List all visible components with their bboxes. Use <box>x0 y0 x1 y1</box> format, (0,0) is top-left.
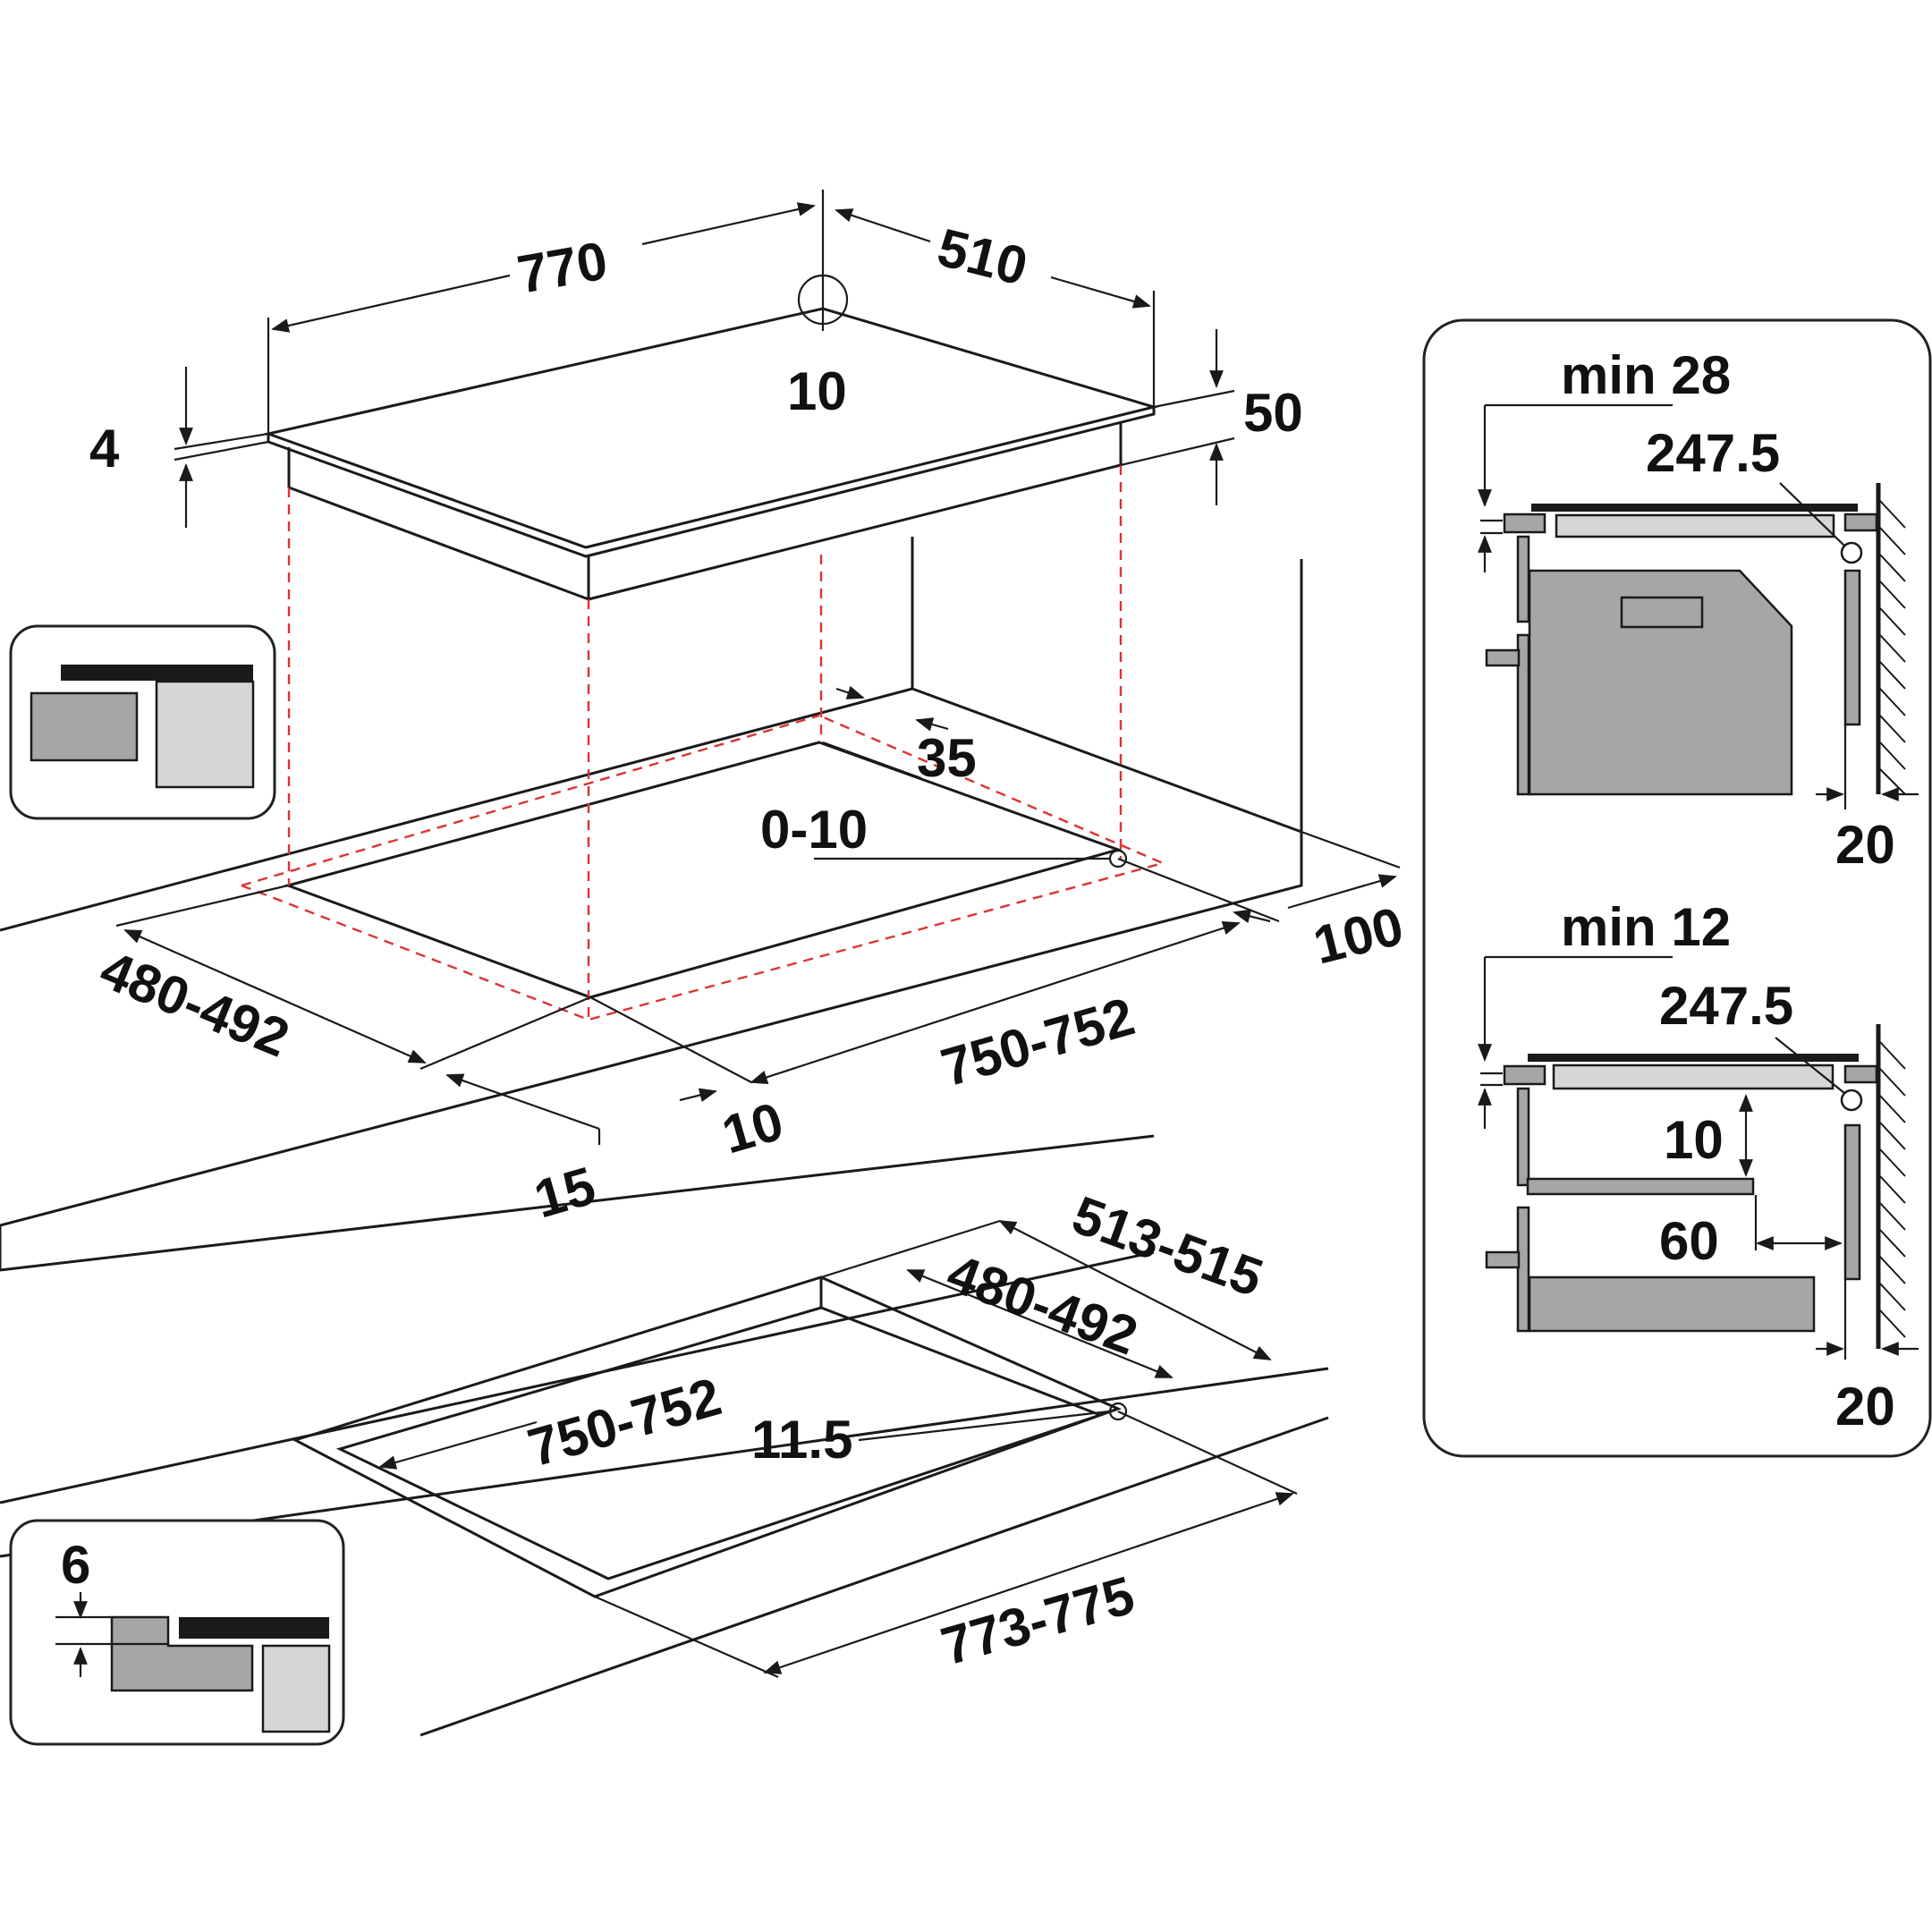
label-flush-outer-depth: 513-515 <box>1065 1184 1271 1308</box>
hob-glass-top <box>263 307 1159 549</box>
label-drawer-wall-gap: 20 <box>1835 1377 1895 1436</box>
label-flush-outer-width: 773-775 <box>935 1564 1140 1676</box>
right-panel <box>1422 318 1932 1458</box>
cutout-outline <box>284 741 1123 999</box>
label-corner-radius: 10 <box>787 361 847 421</box>
label-body-height: 50 <box>1243 383 1303 443</box>
label-flush-radius: 11.5 <box>751 1410 852 1470</box>
label-top-depth: 510 <box>932 217 1033 297</box>
label-cutout-depth: 480-492 <box>92 939 297 1069</box>
label-drawer-vent-gap: 60 <box>1659 1211 1719 1271</box>
label-oven-dim: 247.5 <box>1646 423 1780 483</box>
label-oven-min-gap: min 28 <box>1561 345 1731 405</box>
inset-top-left <box>9 624 276 820</box>
worktop-lower-line <box>0 1134 1155 1272</box>
label-side-gap: 10 <box>716 1091 790 1165</box>
flush-rebate-outer <box>292 1275 1123 1598</box>
label-glass-thickness: 4 <box>89 419 120 479</box>
worktop-right-edge <box>911 687 1302 834</box>
label-front-15: 15 <box>528 1156 602 1230</box>
inset-bottom-left <box>9 1519 345 1746</box>
hob-glass-edge <box>267 407 1156 558</box>
drawer-section <box>1478 955 1919 1360</box>
label-cutout-width: 750-752 <box>935 986 1140 1097</box>
worktop-back-edge <box>0 687 913 932</box>
hob-drawing <box>0 190 1401 1272</box>
label-rear-clearance: 100 <box>1308 895 1409 975</box>
hob-body-side <box>588 422 1123 601</box>
corner-radius-circle-cutout <box>1108 849 1128 869</box>
oven-section <box>1478 403 1919 809</box>
label-drawer-dim: 247.5 <box>1659 976 1793 1036</box>
label-drawer-min-gap: min 12 <box>1561 897 1731 957</box>
flush-radius-circle <box>1108 1402 1128 1421</box>
hob-body-front <box>287 447 590 602</box>
label-flush-rebate: 6 <box>61 1535 90 1595</box>
flush-drawing <box>0 1219 1329 1737</box>
label-drawer-shelf-gap: 10 <box>1664 1110 1724 1170</box>
label-oven-wall-gap: 20 <box>1835 815 1895 875</box>
label-top-width: 770 <box>513 230 612 304</box>
label-corner-gap: 0-10 <box>760 800 868 860</box>
label-front-clearance: 35 <box>917 728 977 788</box>
